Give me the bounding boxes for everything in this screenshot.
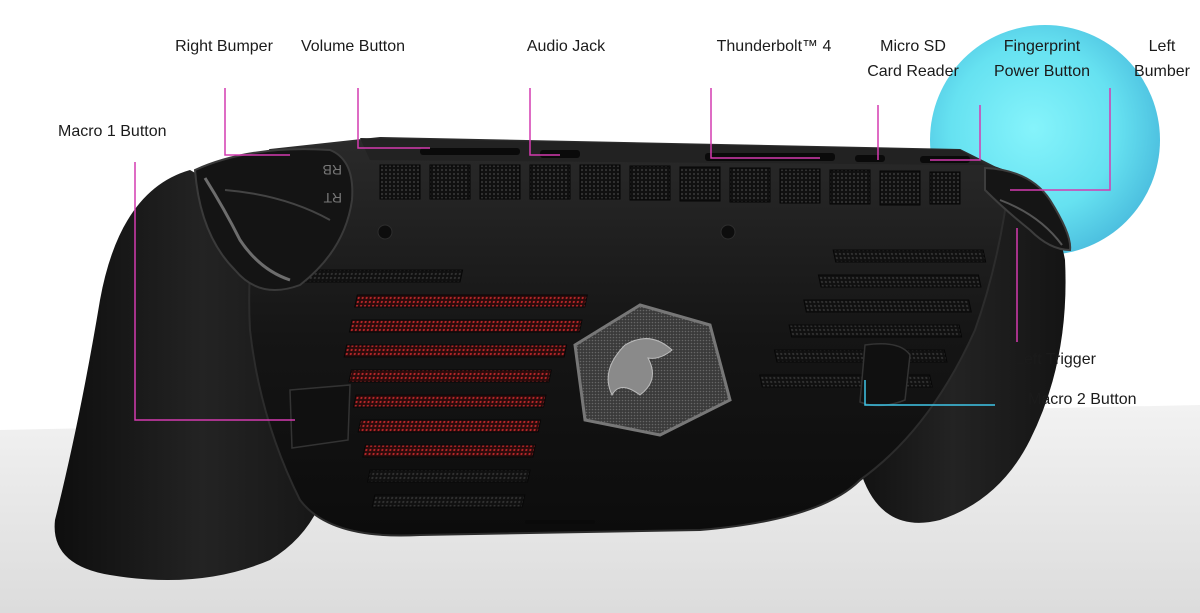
macro1-button xyxy=(289,384,351,449)
label-right-bumper: Right Bumper xyxy=(175,38,273,55)
callout-fingerprint xyxy=(930,105,981,161)
callout-volume xyxy=(357,88,430,149)
label-fingerprint: Fingerprint Power Button xyxy=(993,38,1091,80)
label-micro-sd: Micro SD Card Reader xyxy=(867,38,959,80)
callout-macro1 xyxy=(134,162,295,421)
label-volume-button: Volume Button xyxy=(300,38,406,55)
callout-thunderbolt xyxy=(710,88,820,159)
rb-bumper xyxy=(193,148,354,291)
callout-audio xyxy=(529,88,560,156)
top-vents xyxy=(379,164,961,206)
label-macro1: Macro 1 Button xyxy=(58,123,167,140)
macro2-button xyxy=(859,343,911,407)
callout-macro2 xyxy=(864,380,995,406)
label-macro2: Macro 2 Button xyxy=(1028,391,1137,408)
rb-mark: RB xyxy=(323,162,342,178)
label-left-bumber: Left Bumber xyxy=(1133,38,1191,80)
callout-lines xyxy=(134,88,1111,421)
callout-right-bumper xyxy=(224,88,290,156)
label-audio-jack: Audio Jack xyxy=(526,38,606,55)
label-thunderbolt: Thunderbolt™ 4 xyxy=(716,38,832,55)
dragon-logo-icon xyxy=(607,338,673,397)
label-left-trigger: Left Trigger xyxy=(1015,351,1096,368)
callout-left-bumber xyxy=(1010,88,1111,191)
rt-mark: RT xyxy=(323,190,342,206)
